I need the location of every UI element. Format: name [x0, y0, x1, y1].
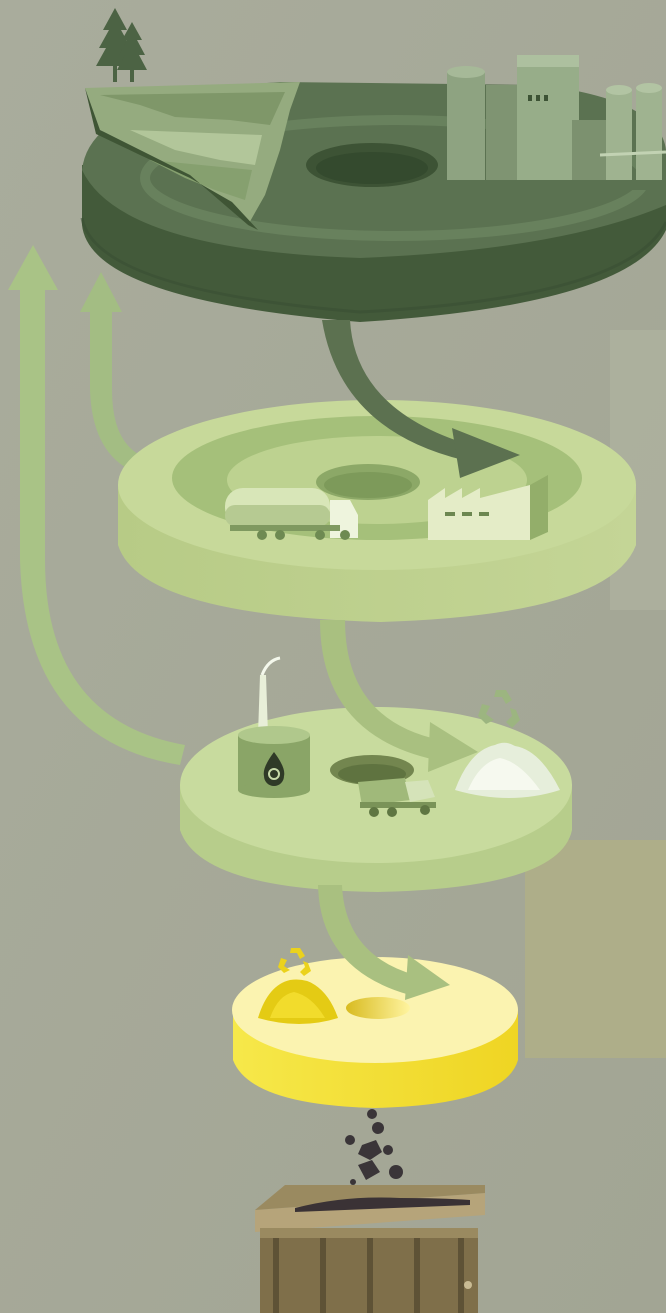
level-transport-processing	[118, 400, 636, 622]
waste-container-icon	[255, 1185, 485, 1313]
residual-center-hole	[346, 997, 410, 1019]
background-yellow-tint	[525, 840, 666, 1058]
